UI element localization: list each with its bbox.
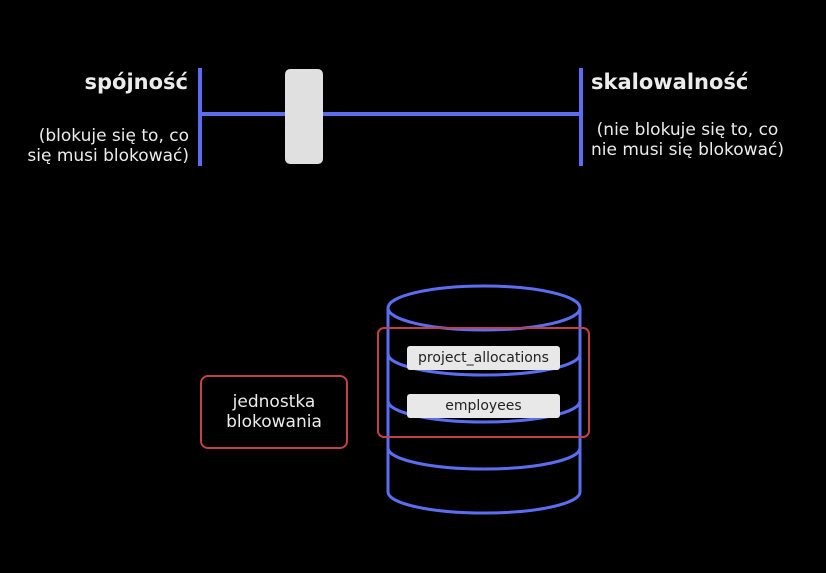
database-top [386,284,582,332]
lock-unit-box: jednostka blokowania [200,375,348,449]
database-ring-3 [386,447,582,471]
table-pill-employees[interactable]: employees [407,394,560,418]
scale-left-note-line-1: (blokuje się to, co [38,126,189,146]
database-body [386,308,582,515]
scale-slider-handle[interactable] [285,69,323,164]
scale-left-note-line-2: się musi blokować) [27,146,189,167]
lock-unit-label-line-1: jednostka [232,391,316,412]
database-ring-2 [386,400,582,424]
table-pill-project-allocations[interactable]: project_allocations [407,346,560,370]
scale-right-note: (nie blokuje się to, co nie musi się blo… [591,120,784,161]
scale-right-note-line-2: nie musi się blokować) [591,140,784,161]
scale-left-label: spójność [84,70,188,94]
lock-unit-label-line-2: blokowania [226,412,322,432]
database-ring-1 [386,353,582,377]
scale-right-label: skalowalność [591,70,749,94]
lock-unit-highlight-frame [377,327,590,438]
scale-left-note: (blokuje się to, co się musi blokować) [27,126,189,167]
database-cylinder-icon [386,284,582,515]
scale-right-note-line-1: (nie blokuje się to, co [596,120,779,140]
